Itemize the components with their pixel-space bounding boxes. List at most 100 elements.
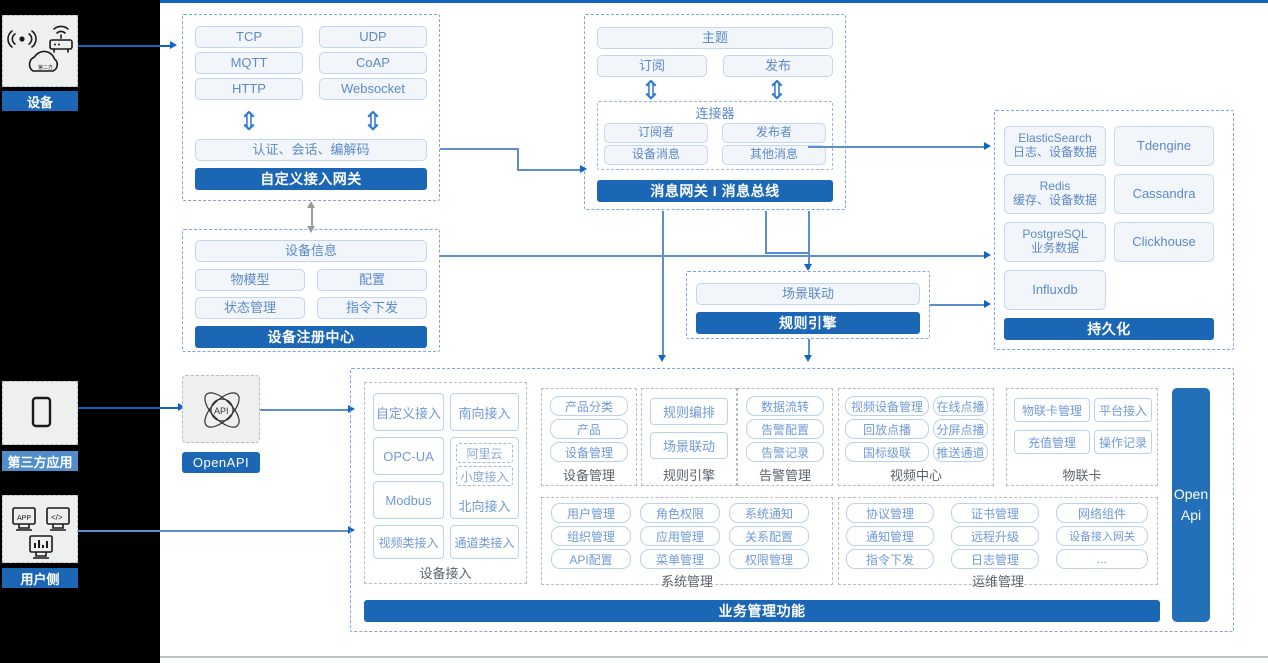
persistence-group	[994, 110, 1234, 350]
re-rule-orchestration[interactable]: 规则编排	[650, 398, 728, 425]
vc-playback-vod[interactable]: 回放点播	[845, 419, 929, 439]
protocol-coap[interactable]: CoAP	[319, 52, 427, 74]
protocol-http[interactable]: HTTP	[195, 78, 303, 100]
protocol-mqtt[interactable]: MQTT	[195, 52, 303, 74]
da-channel-access[interactable]: 通道类接入	[450, 525, 519, 559]
am-alarm-records[interactable]: 告警记录	[746, 442, 824, 462]
message-arrow-left: ⇕	[640, 75, 662, 105]
third-party-icon-panel	[2, 381, 78, 445]
vc-gb-cascade[interactable]: 国标级联	[845, 442, 929, 462]
om-device-access-gateway[interactable]: 设备接入网关	[1056, 526, 1148, 546]
connector-other-message[interactable]: 其他消息	[722, 145, 826, 165]
message-bus-title-bar[interactable]: 消息网关 I 消息总线	[597, 180, 833, 202]
protocol-websocket[interactable]: Websocket	[319, 78, 427, 100]
am-alarm-config[interactable]: 告警配置	[746, 419, 824, 439]
da-modbus[interactable]: Modbus	[373, 481, 444, 519]
sm-org-mgmt[interactable]: 组织管理	[551, 526, 631, 546]
svg-text:</>: </>	[51, 513, 63, 522]
msg-to-business-arrow	[658, 355, 666, 362]
om-remote-upgrade[interactable]: 远程升级	[951, 526, 1039, 546]
connector-device-message[interactable]: 设备消息	[604, 145, 708, 165]
connector-thirdparty-to-openapi	[78, 407, 178, 409]
sm-relation-config[interactable]: 关系配置	[729, 526, 809, 546]
svg-text:第二方: 第二方	[38, 64, 53, 71]
registry-to-persist-line	[440, 255, 986, 257]
rule-to-business-arrow	[804, 355, 812, 362]
dm-product-category[interactable]: 产品分类	[550, 396, 628, 416]
om-more[interactable]: ...	[1056, 549, 1148, 569]
sm-menu-mgmt[interactable]: 菜单管理	[640, 549, 720, 569]
vc-push-channel[interactable]: 推送通道	[933, 442, 988, 462]
col-iot-card-label: 物联卡	[1062, 467, 1102, 483]
da-northbound-label: 北向接入	[458, 499, 511, 514]
da-xiaodu[interactable]: 小度接入	[456, 466, 513, 486]
om-cert-mgmt[interactable]: 证书管理	[951, 503, 1039, 523]
persistence-title-bar[interactable]: 持久化	[1004, 318, 1214, 340]
registry-title-bar[interactable]: 设备注册中心	[195, 326, 427, 348]
om-log-mgmt[interactable]: 日志管理	[951, 549, 1039, 569]
gw-to-msg-h1	[440, 148, 518, 150]
sm-system-notice[interactable]: 系统通知	[729, 503, 809, 523]
om-command-dispatch[interactable]: 指令下发	[846, 549, 934, 569]
vc-video-device-mgmt[interactable]: 视频设备管理	[845, 396, 929, 416]
store-cassandra[interactable]: Cassandra	[1114, 174, 1214, 214]
protocol-tcp[interactable]: TCP	[195, 26, 303, 48]
ic-recharge-mgmt[interactable]: 充值管理	[1014, 430, 1090, 454]
om-notice-mgmt[interactable]: 通知管理	[846, 526, 934, 546]
svg-text:APP: APP	[17, 515, 31, 522]
message-topic[interactable]: 主题	[597, 27, 833, 49]
dm-device-mgmt[interactable]: 设备管理	[550, 442, 628, 462]
store-influxdb[interactable]: Influxdb	[1004, 270, 1106, 310]
dm-product[interactable]: 产品	[550, 419, 628, 439]
sm-role-permission[interactable]: 角色权限	[640, 503, 720, 523]
rule-scene-linkage[interactable]: 场景联动	[696, 283, 920, 305]
message-subscribe[interactable]: 订阅	[597, 55, 707, 77]
vc-split-screen-vod[interactable]: 分屏点播	[933, 419, 988, 439]
registry-device-info[interactable]: 设备信息	[195, 240, 427, 262]
api-atom-icon: API	[204, 392, 240, 428]
da-southbound-access[interactable]: 南向接入	[450, 393, 519, 431]
gateway-auth-session-codec[interactable]: 认证、会话、编解码	[195, 139, 427, 161]
vc-online-vod[interactable]: 在线点播	[933, 396, 988, 416]
am-data-flow[interactable]: 数据流转	[746, 396, 824, 416]
third-party-label-text: 第三方应用	[7, 454, 73, 470]
store-tdengine[interactable]: Tdengine	[1114, 126, 1214, 166]
ic-card-mgmt[interactable]: 物联卡管理	[1014, 398, 1090, 422]
rule-engine-title-bar[interactable]: 规则引擎	[696, 312, 920, 334]
da-video-access[interactable]: 视频类接入	[373, 525, 444, 559]
store-clickhouse[interactable]: Clickhouse	[1114, 222, 1214, 262]
rule-engine-group	[686, 271, 930, 339]
da-custom-access[interactable]: 自定义接入	[373, 393, 444, 431]
re-scene-linkage[interactable]: 场景联动	[650, 432, 728, 459]
sm-user-mgmt[interactable]: 用户管理	[551, 503, 631, 523]
gateway-title-bar[interactable]: 自定义接入网关	[195, 168, 427, 190]
ic-platform-access[interactable]: 平台接入	[1094, 398, 1152, 422]
da-opcua[interactable]: OPC-UA	[373, 437, 444, 475]
om-network-component[interactable]: 网络组件	[1056, 503, 1148, 523]
business-group	[350, 368, 1234, 632]
registry-config[interactable]: 配置	[317, 269, 427, 291]
sm-api-config[interactable]: API配置	[551, 549, 631, 569]
connector-subscriber[interactable]: 订阅者	[604, 123, 708, 143]
da-aliyun[interactable]: 阿里云	[456, 443, 513, 463]
ic-operation-log[interactable]: 操作记录	[1094, 430, 1152, 454]
protocol-udp[interactable]: UDP	[319, 26, 427, 48]
registry-command-dispatch[interactable]: 指令下发	[317, 297, 427, 319]
business-title-bar[interactable]: 业务管理功能	[364, 600, 1160, 622]
connector-publisher[interactable]: 发布者	[722, 123, 826, 143]
message-publish[interactable]: 发布	[723, 55, 833, 77]
rule-to-persist-arrow	[984, 300, 991, 308]
registry-state-mgmt[interactable]: 状态管理	[195, 297, 305, 319]
connector-userside-to-business	[78, 530, 350, 532]
sm-permission-mgmt[interactable]: 权限管理	[729, 549, 809, 569]
sm-app-mgmt[interactable]: 应用管理	[640, 526, 720, 546]
om-protocol-mgmt[interactable]: 协议管理	[846, 503, 934, 523]
registry-thing-model[interactable]: 物模型	[195, 269, 305, 291]
openapi-label-bar[interactable]: OpenAPI	[182, 452, 260, 473]
